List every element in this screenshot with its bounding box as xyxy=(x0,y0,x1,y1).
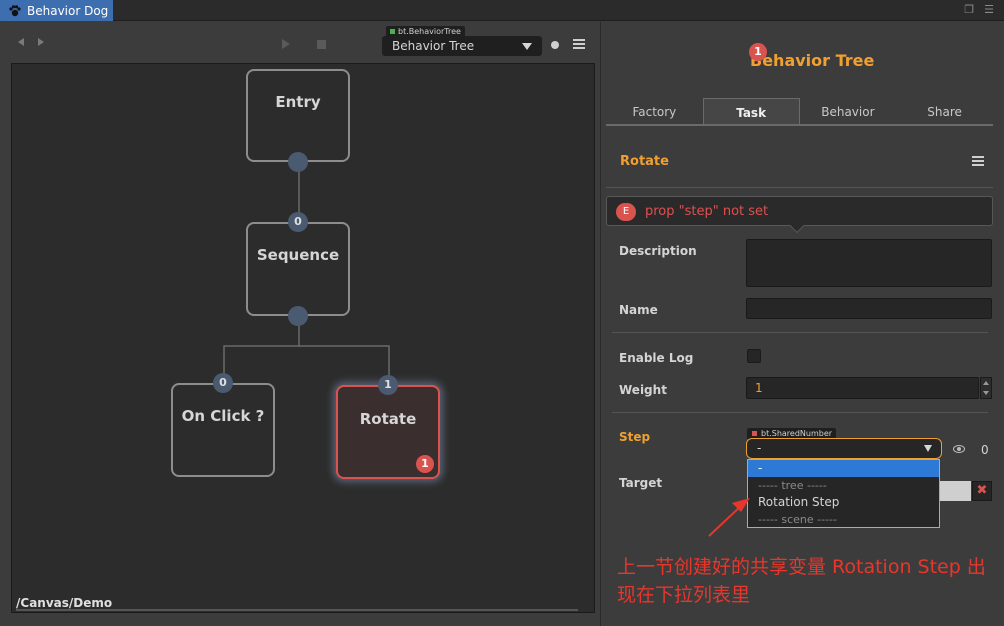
section-title: Rotate xyxy=(620,154,669,169)
name-label: Name xyxy=(619,303,658,317)
dropdown-option-rotation-step[interactable]: Rotation Step xyxy=(758,495,840,509)
description-textarea[interactable] xyxy=(746,239,992,287)
panel-title: Behavior Tree xyxy=(750,51,875,70)
tab-share[interactable]: Share xyxy=(927,105,962,119)
dropdown-option-none[interactable]: - xyxy=(748,460,939,477)
restore-icon[interactable]: ❐ xyxy=(964,3,975,16)
window-controls: ❐ ☰ xyxy=(964,3,994,16)
description-label: Description xyxy=(619,244,697,258)
step-select[interactable]: - xyxy=(746,438,942,459)
title-bar: Behavior Dog ❐ ☰ xyxy=(0,0,1004,21)
node-rotate[interactable]: Rotate xyxy=(336,385,440,479)
section-menu-icon[interactable] xyxy=(972,156,984,168)
paw-icon xyxy=(9,4,21,16)
clear-target-button[interactable]: ✖ xyxy=(972,481,992,501)
entry-output-port[interactable] xyxy=(288,152,308,172)
menu-icon[interactable]: ☰ xyxy=(984,3,994,16)
weight-stepper[interactable] xyxy=(980,377,992,399)
node-sequence[interactable]: Sequence xyxy=(246,222,350,316)
node-onclick[interactable]: On Click ? xyxy=(171,383,275,477)
scene-path: /Canvas/Demo xyxy=(16,596,113,610)
enable-log-checkbox[interactable] xyxy=(747,349,761,363)
play-icon[interactable] xyxy=(282,39,290,49)
weight-input[interactable]: 1 xyxy=(746,377,979,399)
inspector-panel: Behavior Tree 1 Factory Task Behavior Sh… xyxy=(600,22,1004,626)
divider xyxy=(612,332,988,333)
sequence-input-port[interactable]: 0 xyxy=(288,212,308,232)
divider xyxy=(606,187,993,188)
step-type-tag: bt.SharedNumber xyxy=(747,428,837,439)
rotate-error-badge: 1 xyxy=(416,455,434,473)
divider xyxy=(612,412,988,413)
tree-canvas[interactable]: Entry Sequence 0 On Click ? 0 Rotate 1 1… xyxy=(11,63,595,613)
record-dot-icon[interactable] xyxy=(551,41,559,49)
error-icon: E xyxy=(616,203,636,221)
step-label: Step xyxy=(619,430,651,444)
node-rotate-label: Rotate xyxy=(359,410,417,428)
node-onclick-label: On Click ? xyxy=(181,407,265,425)
tab-behavior[interactable]: Behavior xyxy=(821,105,875,119)
canvas-scrollbar[interactable] xyxy=(16,609,578,611)
enable-log-label: Enable Log xyxy=(619,351,694,365)
annotation-text: 上一节创建好的共享变量 Rotation Step 出现在下拉列表里 xyxy=(617,556,986,606)
sequence-output-port[interactable] xyxy=(288,306,308,326)
panel-title-badge: 1 xyxy=(749,43,767,61)
node-sequence-label: Sequence xyxy=(256,246,340,264)
weight-label: Weight xyxy=(619,383,667,397)
error-message: prop "step" not set xyxy=(645,204,769,219)
stop-icon[interactable] xyxy=(317,40,326,49)
window-tab[interactable]: Behavior Dog xyxy=(0,0,113,21)
editor-toolbar: bt.BehaviorTree Behavior Tree xyxy=(0,22,600,62)
eye-icon[interactable] xyxy=(953,445,965,453)
back-arrow-icon[interactable] xyxy=(18,38,24,46)
dropdown-group-scene: ----- scene ----- xyxy=(758,513,837,526)
panel-tabs: Factory Task Behavior Share xyxy=(606,98,993,126)
tree-type-tag: bt.BehaviorTree xyxy=(386,26,465,37)
hamburger-menu-icon[interactable] xyxy=(573,39,585,51)
target-label: Target xyxy=(619,476,663,490)
tab-factory[interactable]: Factory xyxy=(632,105,677,119)
step-count: 0 xyxy=(981,443,989,457)
rotate-input-port[interactable]: 1 xyxy=(378,375,398,395)
window-tab-label: Behavior Dog xyxy=(27,3,109,18)
dropdown-group-tree: ----- tree ----- xyxy=(758,479,827,492)
error-message-box: E prop "step" not set xyxy=(606,196,993,234)
node-entry[interactable]: Entry xyxy=(246,69,350,162)
behavior-tree-select[interactable]: Behavior Tree xyxy=(382,36,542,56)
behavior-tree-select-value: Behavior Tree xyxy=(392,39,475,53)
tab-task[interactable]: Task xyxy=(702,98,800,124)
target-input[interactable] xyxy=(939,481,971,501)
chevron-down-icon xyxy=(924,445,932,452)
forward-arrow-icon[interactable] xyxy=(38,38,44,46)
step-select-value: - xyxy=(757,441,762,455)
chevron-down-icon xyxy=(522,43,532,50)
step-dropdown-list: - ----- tree ----- Rotation Step ----- s… xyxy=(747,459,940,528)
name-input[interactable] xyxy=(746,298,992,319)
node-entry-label: Entry xyxy=(275,93,321,111)
onclick-input-port[interactable]: 0 xyxy=(213,373,233,393)
